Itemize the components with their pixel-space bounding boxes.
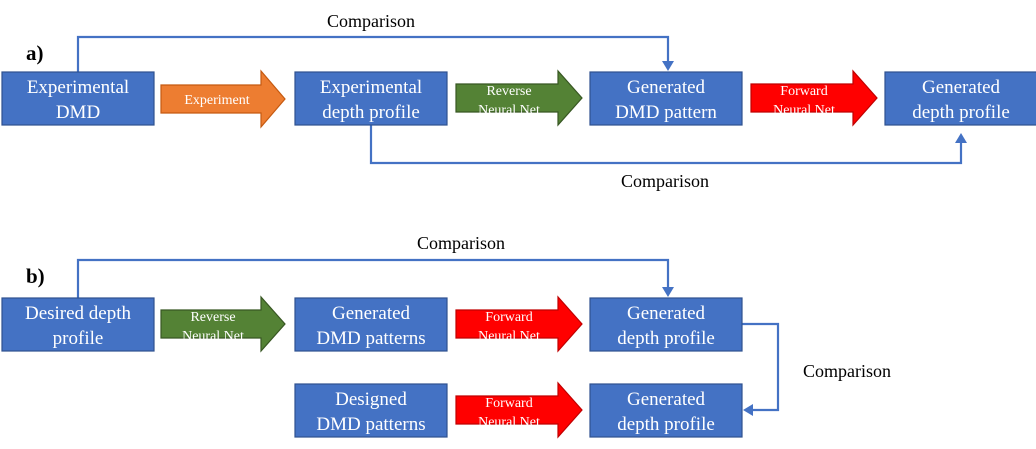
- arrow-label: Neural Net: [478, 103, 540, 118]
- box-line: depth profile: [912, 102, 1010, 123]
- comparison-label-a-top: Comparison: [327, 11, 415, 31]
- arrow-label: Neural Net: [182, 329, 244, 344]
- comparison-arrowhead-b-top: [662, 287, 674, 297]
- comparison-label-b-right: Comparison: [803, 361, 891, 381]
- arrow-label: Forward: [485, 310, 532, 325]
- box-generated-depth-profile-b2: Generated depth profile: [589, 383, 743, 438]
- arrow-experiment: Experiment: [160, 69, 286, 129]
- arrow-label: Forward: [485, 396, 532, 411]
- box-line: depth profile: [322, 102, 420, 123]
- box-line: Generated: [332, 303, 411, 324]
- section-b-label: b): [26, 264, 45, 288]
- comparison-arrowhead-a-top: [662, 61, 674, 71]
- arrow-label: Neural Net: [478, 329, 540, 344]
- box-line: depth profile: [617, 328, 715, 349]
- box-experimental-dmd: Experimental DMD: [1, 71, 155, 126]
- arrow-forward-neural-net-b2: Forward Neural Net: [455, 381, 583, 439]
- comparison-connector-b-right: [742, 322, 780, 412]
- box-generated-depth-profile-b1: Generated depth profile: [589, 297, 743, 352]
- box-line: Experimental: [320, 77, 422, 98]
- box-generated-dmd-patterns: Generated DMD patterns: [294, 297, 448, 352]
- arrow-forward-neural-net-b1: Forward Neural Net: [455, 295, 583, 353]
- box-line: DMD pattern: [615, 102, 717, 123]
- arrow-label: Forward: [780, 84, 827, 99]
- comparison-label-a-bottom: Comparison: [621, 171, 709, 191]
- box-line: Generated: [627, 77, 706, 98]
- box-line: Desired depth: [25, 303, 132, 324]
- comparison-connector-a-top: [76, 35, 670, 72]
- comparison-label-b-top: Comparison: [417, 233, 505, 253]
- box-line: DMD: [56, 102, 100, 123]
- box-line: DMD patterns: [316, 328, 425, 349]
- comparison-connector-a-bottom: [369, 125, 963, 165]
- arrow-reverse-neural-net-a: Reverse Neural Net: [455, 69, 583, 127]
- box-desired-depth-profile: Desired depth profile: [1, 297, 155, 352]
- arrow-label: Reverse: [190, 310, 235, 325]
- box-line: Generated: [922, 77, 1001, 98]
- arrow-forward-neural-net-a: Forward Neural Net: [750, 69, 878, 127]
- box-generated-depth-profile-a: Generated depth profile: [884, 71, 1036, 126]
- arrow-label: Neural Net: [478, 415, 540, 430]
- box-line: Experimental: [27, 77, 129, 98]
- comparison-arrowhead-a-bottom: [955, 133, 967, 143]
- arrow-label: Experiment: [184, 93, 249, 108]
- box-line: Designed: [335, 389, 407, 410]
- box-line: Generated: [627, 389, 706, 410]
- comparison-connector-b-top: [76, 258, 670, 298]
- box-line: DMD patterns: [316, 414, 425, 435]
- box-line: Generated: [627, 303, 706, 324]
- box-experimental-depth-profile: Experimental depth profile: [294, 71, 448, 126]
- arrow-label: Neural Net: [773, 103, 835, 118]
- box-designed-dmd-patterns: Designed DMD patterns: [294, 383, 448, 438]
- box-line: profile: [53, 328, 104, 349]
- arrow-label: Reverse: [486, 84, 531, 99]
- section-a-label: a): [26, 41, 44, 65]
- arrow-reverse-neural-net-b: Reverse Neural Net: [160, 295, 286, 353]
- comparison-arrowhead-b-right: [743, 404, 753, 416]
- box-generated-dmd-pattern: Generated DMD pattern: [589, 71, 743, 126]
- box-line: depth profile: [617, 414, 715, 435]
